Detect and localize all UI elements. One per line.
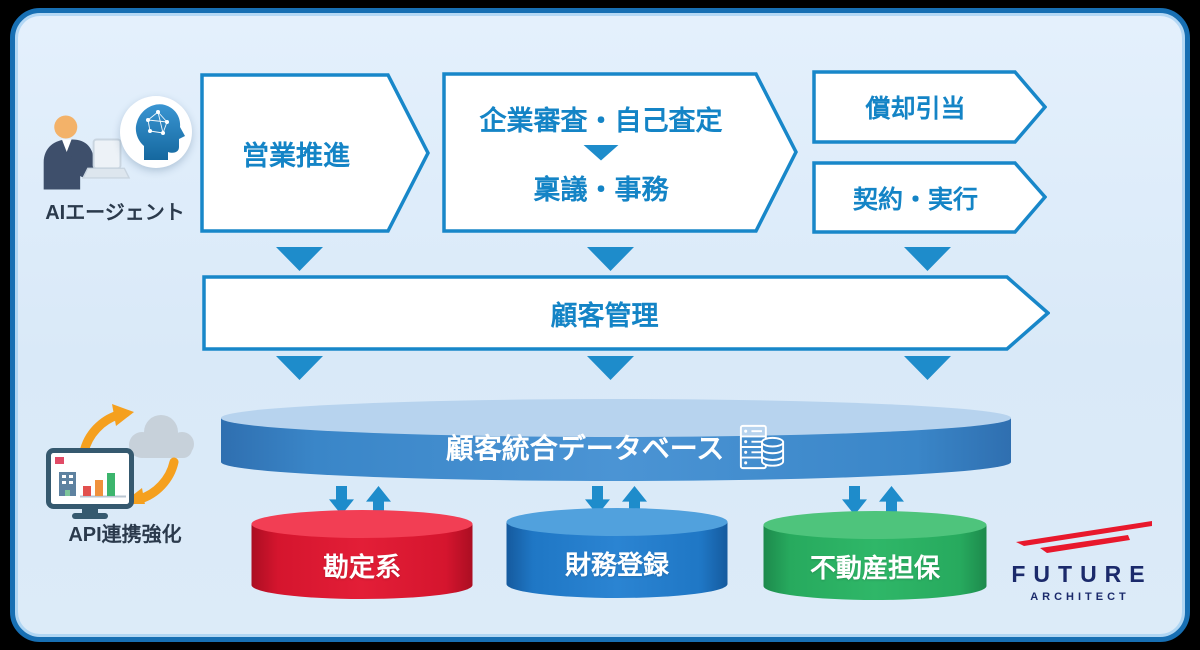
flow-step-amortization-label: 償却引当 xyxy=(865,95,966,123)
flow-step-screening: 企業審査・自己査定 稟議・事務 xyxy=(442,72,798,233)
flow-step-approval-label: 稟議・事務 xyxy=(533,174,669,205)
system-cylinder-financial-registration: 財務登録 xyxy=(505,507,729,600)
system-cylinder-accounting: 勘定系 xyxy=(250,509,474,601)
system-label-real-estate-collateral: 不動産担保 xyxy=(809,552,940,583)
logo-secondary-text: ARCHITECT xyxy=(1030,591,1130,603)
flow-step-screening-label: 企業審査・自己査定 xyxy=(479,105,723,136)
database-server-icon xyxy=(740,424,785,470)
api-sync-arrows-icon xyxy=(79,404,179,504)
flow-step-customer-management-label: 顧客管理 xyxy=(550,300,659,331)
sync-arrows xyxy=(842,486,904,515)
ai-brain-icon xyxy=(120,96,192,168)
ai-agent-label: AIエージェント xyxy=(45,202,185,224)
customer-database-cylinder: 顧客統合データベース xyxy=(220,398,1012,484)
future-architect-logo: FUTURE ARCHITECT xyxy=(1002,520,1154,603)
customer-database-label: 顧客統合データベース xyxy=(445,433,725,464)
flow-step-sales-label: 営業推進 xyxy=(242,140,350,171)
system-cylinder-real-estate-collateral: 不動産担保 xyxy=(762,510,988,602)
flow-step-contract-label: 契約・実行 xyxy=(852,185,978,214)
api-label: API連携強化 xyxy=(68,524,182,546)
person-laptop-icon xyxy=(43,115,131,190)
cloud-icon xyxy=(129,415,194,458)
flow-step-customer-management: 顧客管理 xyxy=(202,275,1050,351)
logo-swoosh-icon xyxy=(1016,521,1152,553)
down-triangle-icon xyxy=(583,144,619,161)
monitor-chart-icon xyxy=(46,448,134,519)
flow-step-contract: 契約・実行 xyxy=(812,161,1047,234)
flow-step-sales: 営業推進 xyxy=(200,73,432,233)
system-label-accounting: 勘定系 xyxy=(322,551,401,582)
flow-step-amortization: 償却引当 xyxy=(812,70,1047,144)
system-label-financial-registration: 財務登録 xyxy=(564,549,669,580)
logo-primary-text: FUTURE xyxy=(1011,561,1153,587)
